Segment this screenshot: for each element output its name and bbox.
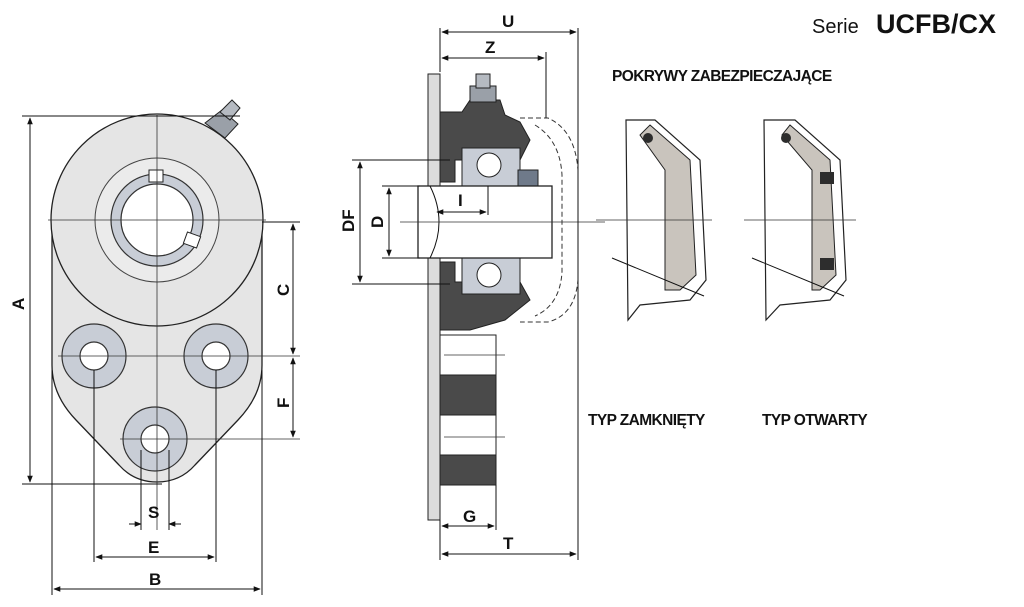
section-view: U Z DF D I G T (339, 12, 605, 560)
lower-lug-3 (439, 414, 497, 456)
dim-F: F (274, 398, 293, 408)
front-view: A C F S E B (9, 99, 300, 595)
mount-plate (427, 73, 441, 521)
dim-B: B (149, 570, 161, 589)
dim-T: T (503, 534, 514, 553)
set-screw-side (182, 231, 202, 249)
lower-lug-4 (439, 454, 497, 486)
series-code: UCFB/CX (876, 9, 996, 39)
series-title: Serie UCFB/CX (812, 9, 996, 39)
dim-A: A (9, 298, 28, 310)
dim-D: D (368, 216, 387, 228)
housing-upper (439, 99, 531, 183)
lower-lug-2 (439, 374, 497, 416)
dim-E: E (148, 538, 159, 557)
dim-U: U (502, 12, 514, 31)
dim-DF: DF (339, 209, 358, 232)
dim-Z: Z (485, 38, 495, 57)
label-closed-type: TYP ZAMKNIĘTY (588, 412, 706, 429)
dim-C: C (274, 284, 293, 296)
housing-lower (439, 261, 531, 331)
cover-closed (596, 119, 712, 322)
label-open-type: TYP OTWARTY (762, 412, 868, 429)
covers-heading: POKRYWY ZABEZPIECZAJĄCE (612, 68, 832, 85)
set-screw-top (148, 169, 164, 183)
dim-G: G (463, 507, 476, 526)
dim-I: I (458, 191, 463, 210)
dim-S: S (148, 503, 159, 522)
cover-open (744, 119, 856, 322)
series-word: Serie (812, 16, 859, 38)
